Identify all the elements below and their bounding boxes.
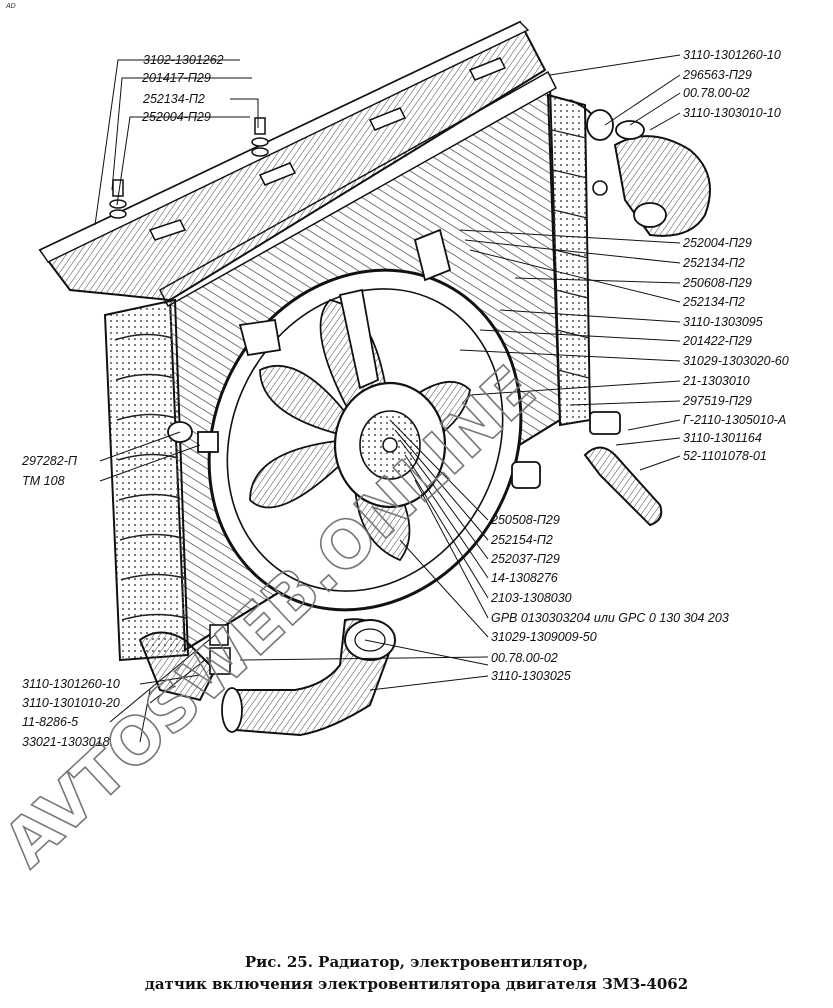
label-3110-1303025: 3110-1303025	[491, 669, 571, 683]
caption-line-1: Рис. 25. Радиатор, электровентилятор,	[244, 953, 589, 971]
label-33021-1303018: 33021-1303018	[22, 735, 110, 749]
upper-hose	[569, 99, 711, 237]
label-252134-p2-top: 252134-П2	[142, 92, 205, 106]
label-252037-p29: 252037-П29	[490, 552, 560, 566]
label-g-2110-1305010-a: Г-2110-1305010-А	[683, 413, 786, 427]
label-252004-p29-right: 252004-П29	[682, 236, 752, 250]
right-tank-ribs	[551, 129, 590, 379]
label-297519-p29: 297519-П29	[682, 394, 752, 408]
label-252134-p2-right1: 252134-П2	[682, 256, 745, 270]
label-250508-p29: 250508-П29	[490, 513, 560, 527]
label-14-1308276: 14-1308276	[491, 571, 558, 585]
lower-hose	[221, 618, 396, 737]
label-3110-1301260-10-top: 3110-1301260-10	[683, 48, 781, 62]
label-3110-1301260-10-bottom: 3110-1301260-10	[22, 677, 120, 691]
label-252004-p29-top: 252004-П29	[141, 110, 211, 124]
shroud-brackets	[238, 228, 452, 390]
label-3110-1303095: 3110-1303095	[683, 315, 763, 329]
left-tank-ribs	[114, 333, 187, 621]
label-201417-p29: 201417-П29	[141, 71, 211, 85]
label-3110-1301164: 3110-1301164	[683, 431, 762, 445]
label-2103-1308030: 2103-1308030	[490, 591, 572, 605]
label-11-8286-5: 11-8286-5	[22, 715, 78, 729]
label-52-1101078-01: 52-1101078-01	[683, 449, 767, 463]
mount-bolts	[109, 117, 269, 219]
fan-motor	[333, 381, 447, 509]
label-gpb-gpc-motor: GPB 0130303204 или GPC 0 130 304 203	[491, 611, 729, 625]
bypass-hose	[511, 411, 663, 527]
label-250608-p29: 250608-П29	[682, 276, 752, 290]
label-00-78-00-02-bottom: 00.78.00-02	[491, 651, 558, 665]
corner-mark: AD	[6, 3, 16, 10]
caption-line-2: датчик включения электровентилятора двиг…	[144, 975, 689, 993]
label-3110-1301010-20: 3110-1301010-20	[22, 696, 120, 710]
upper-shield	[38, 20, 547, 302]
leader-lines	[94, 54, 681, 743]
label-297282-p: 297282-П	[21, 454, 78, 468]
label-252154-p2: 252154-П2	[490, 533, 553, 547]
label-296563-p29: 296563-П29	[682, 68, 752, 82]
radiator-left-tank	[103, 298, 190, 662]
label-201422-p29: 201422-П29	[682, 334, 752, 348]
label-3102-1301262: 3102-1301262	[143, 53, 224, 67]
label-00-78-00-02-top: 00.78.00-02	[683, 86, 750, 100]
label-252134-p2-right2: 252134-П2	[682, 295, 745, 309]
part-labels: 3102-1301262 201417-П29 252134-П2 252004…	[21, 48, 789, 749]
label-31029-1303020-60: 31029-1303020-60	[683, 354, 789, 368]
label-31029-1309009-50: 31029-1309009-50	[491, 630, 597, 644]
label-21-1303010: 21-1303010	[682, 374, 750, 388]
label-tm108: ТМ 108	[22, 474, 65, 488]
label-3110-1303010-10: 3110-1303010-10	[683, 106, 781, 120]
